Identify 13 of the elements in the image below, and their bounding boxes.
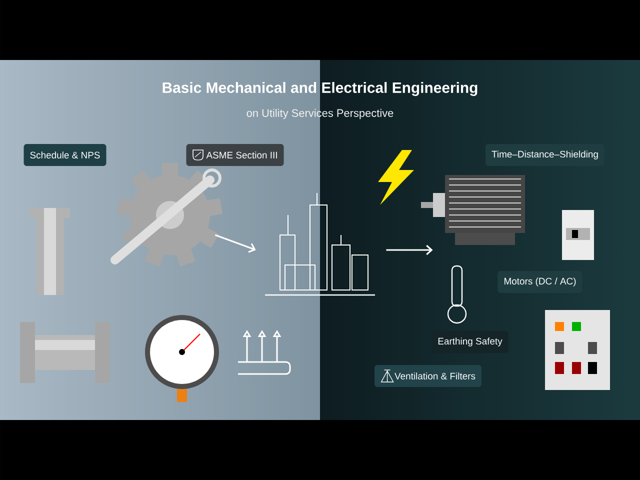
label-chip: Ventilation & Filters bbox=[374, 365, 482, 387]
label-chip: Schedule & NPS bbox=[24, 144, 106, 166]
electric-motor-drawing bbox=[421, 175, 525, 245]
label-chip: ASME Section III bbox=[186, 144, 284, 166]
label-chip: Time–Distance–Shielding bbox=[486, 144, 604, 166]
arrow bbox=[386, 244, 433, 256]
title: Basic Mechanical and Electrical Engineering bbox=[162, 82, 478, 96]
arrow bbox=[214, 234, 256, 253]
industrial-plant-drawing bbox=[265, 192, 375, 296]
gear-wrench-drawing bbox=[110, 163, 223, 267]
node-label: Earthing Safety bbox=[438, 338, 502, 346]
label-chip: Earthing Safety bbox=[432, 331, 508, 353]
label-chip: Motors (DC / AC) bbox=[498, 271, 582, 293]
